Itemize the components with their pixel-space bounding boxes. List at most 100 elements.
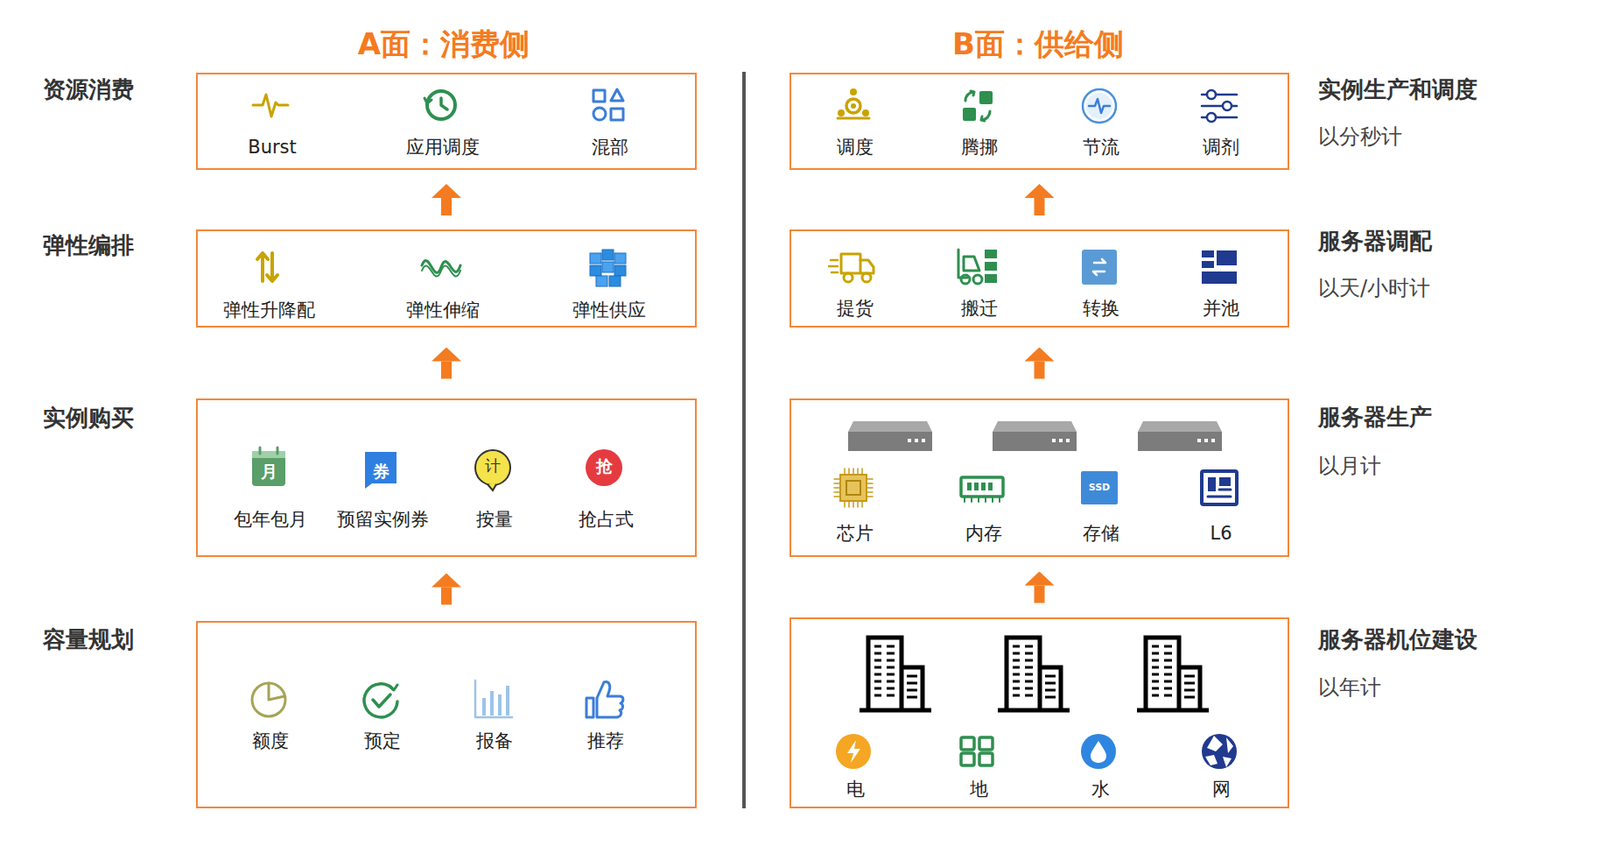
item-icon [364,451,397,489]
item-icon [1081,249,1117,285]
layer-box: 容量规划额度预定报备推荐 [196,620,697,808]
layer-heading: 容量规划 [42,626,134,653]
item-icon [589,249,626,287]
item-icon [257,252,278,281]
item-icon [837,88,870,119]
layer-box: 弹性编排弹性升降配弹性伸缩弹性供应 [196,229,697,328]
item-label: 抢占式 [578,508,634,530]
layer-heading: 实例生产和调度 [1318,77,1478,104]
item-label: 预留实例券 [336,508,429,530]
item-label: 包年包月 [233,508,308,530]
icon-glyph: SSD [1088,482,1110,493]
layer-box: 资源消费Burst应用调度混部 [196,72,697,170]
item-label: 网 [1212,778,1231,800]
item-label: 推荐 [587,729,625,751]
item-icon [1201,733,1237,769]
flow-arrow [1034,197,1046,216]
item-icon [834,468,873,507]
item-label: 混部 [591,136,629,158]
item-label: 腾挪 [961,136,998,158]
side-title: A面：消费侧 [357,28,530,61]
item-label: 按量 [476,508,513,530]
icon-glyph: 月 [260,462,278,481]
layer-box: 服务器调配以天/小时计提货搬迁转换并池 [789,229,1290,328]
building-graphic [997,637,1070,710]
layer-heading: 资源消费 [42,77,134,104]
item-label: Burst [247,136,297,158]
icon-glyph: 抢 [596,456,613,476]
flow-arrow [1034,585,1046,604]
item-label: 弹性伸缩 [406,299,480,321]
layer-heading: 服务器机位建设 [1318,626,1478,653]
item-label: 转换 [1082,297,1120,319]
icon-glyph: 券 [372,462,390,481]
item-icon [586,681,624,717]
server-graphic [848,421,933,451]
item-label: 水 [1091,778,1110,800]
item-icon [585,449,623,486]
item-label: 报备 [476,729,513,751]
item-label: 提货 [836,297,874,319]
item-label: 内存 [965,522,1003,544]
item-label: 搬迁 [961,297,998,319]
item-icon [1201,250,1237,284]
item-icon [252,94,288,117]
item-icon [1201,470,1237,505]
item-label: 调剂 [1202,136,1240,158]
item-icon [475,680,513,717]
layer-heading: 实例购买 [42,405,134,432]
item-label: 存储 [1082,522,1120,544]
item-icon [1080,733,1116,769]
time-scale-note: 以月计 [1318,454,1382,479]
item-icon [424,91,456,120]
item-icon [962,91,993,121]
item-label: 电 [846,778,865,800]
item-label: 调度 [836,136,874,158]
item-icon [835,733,871,769]
item-label: 弹性供应 [572,299,646,321]
layer-box: 服务器生产以月计芯片内存存储L6 [789,398,1290,557]
flow-arrow [1034,361,1046,379]
building-graphic [859,637,932,710]
item-label: L6 [1209,522,1232,544]
item-icon [1080,470,1118,505]
divider-line [742,71,746,808]
item-icon [1201,90,1237,122]
item-label: 应用调度 [406,136,480,158]
item-icon [364,683,398,717]
flow-arrow [441,197,452,216]
item-label: 芯片 [836,522,874,544]
item-label: 并池 [1202,297,1240,319]
layer-heading: 服务器调配 [1318,228,1432,255]
time-scale-note: 以年计 [1318,675,1382,701]
layer-heading: 服务器生产 [1318,404,1432,431]
item-label: 地 [969,778,989,800]
item-icon [961,736,993,765]
flow-arrow [441,361,452,379]
item-icon [593,89,624,120]
item-icon [421,260,461,277]
flow-arrow [441,587,452,605]
item-icon [252,447,286,486]
time-scale-note: 以天/小时计 [1318,276,1431,302]
item-icon [828,253,874,282]
layer-heading: 弹性编排 [42,232,134,260]
layer-box: 服务器机位建设以年计电地水网 [789,617,1290,808]
side-title: B面：供给侧 [952,28,1124,61]
item-label: 节流 [1082,136,1120,158]
item-icon [961,477,1004,502]
item-icon [475,449,511,491]
item-label: 额度 [252,729,289,751]
item-icon [958,249,997,284]
item-label: 弹性升降配 [223,299,316,321]
icon-glyph: 计 [484,456,501,475]
time-scale-note: 以分秒计 [1318,125,1403,150]
server-graphic [992,421,1077,451]
item-label: 预定 [364,729,401,751]
building-graphic [1136,637,1209,710]
layer-box: 实例生产和调度以分秒计调度腾挪节流调剂 [789,72,1290,170]
item-icon [252,682,286,716]
server-graphic [1137,421,1222,451]
